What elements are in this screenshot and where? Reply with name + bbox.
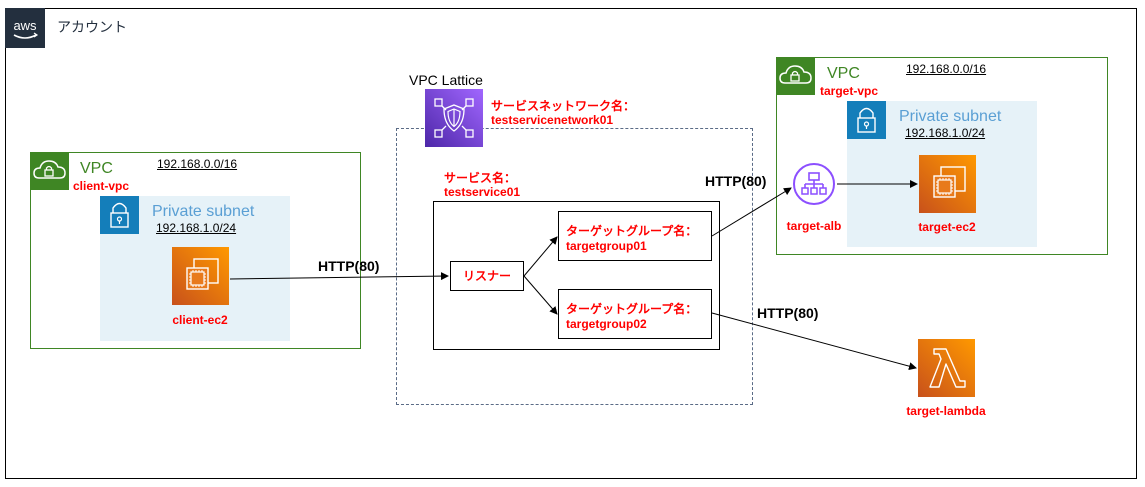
lambda-icon[interactable] [918, 339, 975, 397]
target-vpc-cidr: 192.168.0.0/16 [906, 62, 987, 76]
http-label-alb: HTTP(80) [705, 173, 767, 189]
service-network-name: testservicenetwork01 [491, 113, 614, 127]
service-network-boundary [396, 128, 753, 405]
subnet-lock-icon [100, 196, 139, 234]
client-vpc-type-label: VPC [80, 160, 113, 177]
target-vpc-boundary [776, 57, 1108, 255]
target-group-1-label: ターゲットグループ名： [566, 224, 698, 238]
connector-listener-to-tg1 [523, 236, 558, 277]
target-group-2-box[interactable]: ターゲットグループ名： targetgroup02 [558, 289, 712, 339]
target-alb-label: target-alb [786, 219, 842, 233]
service-label: サービス名： [444, 171, 517, 185]
connector-listener-to-tg2 [523, 275, 558, 315]
target-vpc-type-label: VPC [827, 65, 860, 82]
alb-icon[interactable] [792, 162, 836, 206]
subnet-lock-icon [847, 101, 886, 139]
client-subnet-cidr: 192.168.1.0/24 [156, 221, 237, 235]
connector-tg1-to-alb [711, 187, 792, 237]
ec2-icon[interactable] [172, 247, 229, 305]
target-subnet-label: Private subnet [899, 108, 1002, 125]
client-vpc-boundary [30, 152, 361, 349]
aws-logo-icon: aws [5, 8, 45, 48]
target-ec2-label: target-ec2 [918, 220, 976, 234]
vpc-cloud-icon [30, 152, 69, 190]
target-subnet-cidr: 192.168.1.0/24 [905, 126, 986, 140]
target-group-2-label: ターゲットグループ名： [566, 302, 698, 316]
client-vpc-name: client-vpc [73, 179, 130, 193]
listener-box[interactable]: リスナー [450, 261, 524, 291]
target-group-2-name: targetgroup02 [566, 317, 647, 331]
service-network-label: サービスネットワーク名： [491, 99, 636, 113]
account-boundary [5, 8, 1137, 479]
client-vpc-cidr: 192.168.0.0/16 [157, 157, 238, 171]
vpc-cloud-icon [776, 57, 815, 95]
target-group-1-name: targetgroup01 [566, 239, 647, 253]
client-ec2-label: client-ec2 [172, 313, 228, 327]
ec2-icon[interactable] [919, 155, 976, 213]
svg-text:aws: aws [13, 18, 37, 33]
account-label: アカウント [57, 19, 127, 35]
connector-client-to-listener [229, 272, 449, 281]
target-lambda-label: target-lambda [906, 404, 986, 418]
client-subnet-label: Private subnet [152, 203, 255, 220]
lattice-title: VPC Lattice [409, 72, 483, 88]
target-group-1-box[interactable]: ターゲットグループ名： targetgroup01 [558, 211, 712, 261]
http-label-lambda: HTTP(80) [757, 305, 819, 321]
connector-tg2-to-lambda [711, 312, 917, 371]
http-label-client: HTTP(80) [318, 258, 380, 274]
target-vpc-name: target-vpc [820, 84, 879, 98]
vpc-lattice-icon [425, 89, 483, 147]
service-name: testservice01 [444, 185, 521, 199]
